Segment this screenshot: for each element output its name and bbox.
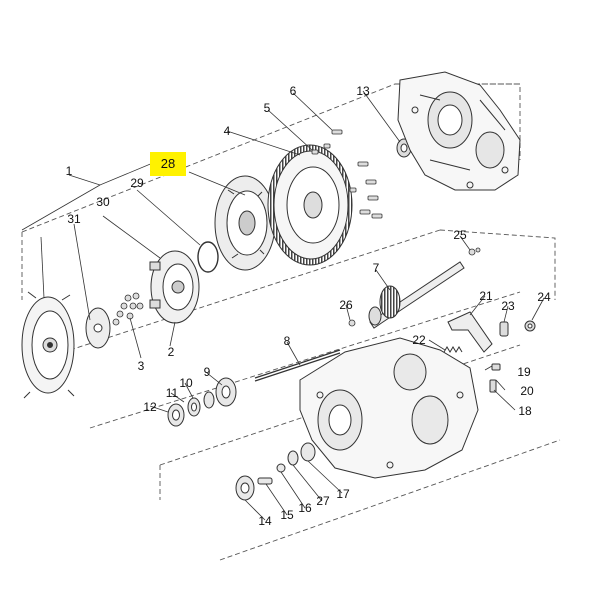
part-22-spring (443, 346, 463, 353)
part-4-flywheel (267, 144, 353, 266)
part-label-23: 23 (501, 299, 515, 313)
highlighted-part-label: 28 (150, 152, 186, 176)
part-29-ring (197, 241, 219, 273)
part-25-26-small-parts (348, 247, 481, 327)
clutch-housing-cover (21, 291, 75, 399)
part-23-24-pins (489, 320, 536, 393)
part-label-18: 18 (518, 404, 532, 418)
part-3-bolts (112, 292, 144, 326)
part-label-9: 9 (203, 365, 211, 379)
part-label-27: 27 (316, 494, 330, 508)
part-label-14: 14 (258, 514, 272, 528)
part-30-pressure-plate (149, 250, 200, 324)
part-5-6-bolts (311, 129, 383, 219)
part-label-4: 4 (223, 124, 231, 138)
part-21-lever (447, 311, 493, 353)
part-label-19: 19 (517, 365, 531, 379)
part-31-plate (85, 307, 111, 349)
part-label-29: 29 (130, 176, 144, 190)
part-label-22: 22 (412, 333, 426, 347)
part-label-12: 12 (143, 400, 157, 414)
part-label-1: 1 (65, 164, 73, 178)
part-label-17: 17 (336, 487, 350, 501)
part-9-12-bearings (167, 377, 237, 427)
part-label-16: 16 (298, 501, 312, 515)
part-label-30: 30 (96, 195, 110, 209)
part-label-20: 20 (520, 384, 534, 398)
part-label-6: 6 (289, 84, 297, 98)
part-label-5: 5 (263, 101, 271, 115)
part-28-clutch-disc (214, 175, 276, 271)
part-label-8: 8 (283, 334, 291, 348)
part-label-11: 11 (165, 386, 179, 400)
part-label-2: 2 (167, 345, 175, 359)
part-label-13: 13 (356, 84, 370, 98)
part-label-21: 21 (479, 289, 493, 303)
part-label-24: 24 (537, 290, 551, 304)
part-8-push-rod (254, 349, 341, 382)
transmission-case-lower (299, 337, 479, 479)
part-7-main-shaft (368, 261, 465, 329)
engine-case-upper (397, 71, 521, 191)
part-label-7: 7 (372, 261, 380, 275)
part-label-10: 10 (179, 376, 193, 390)
part-label-31: 31 (67, 212, 81, 226)
part-label-3: 3 (137, 359, 145, 373)
part-label-15: 15 (280, 508, 294, 522)
part-label-25: 25 (453, 228, 467, 242)
part-14-17-27-bottom-parts (235, 442, 316, 501)
part-label-26: 26 (339, 298, 353, 312)
leader-lines (21, 90, 545, 521)
